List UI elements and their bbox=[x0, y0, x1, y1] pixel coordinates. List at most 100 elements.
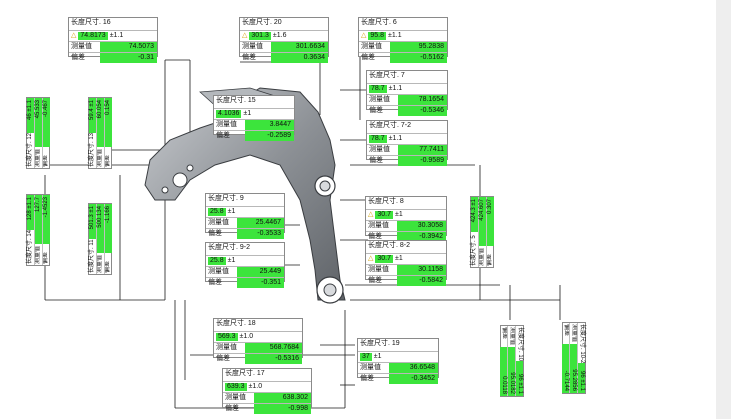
measured-label: 测量值 bbox=[361, 43, 382, 50]
dim-title: 长度尺寸. 9 bbox=[208, 195, 244, 202]
nominal-row: △95.8±1.1 bbox=[359, 30, 447, 41]
deviation-label: 偏差 bbox=[105, 260, 111, 273]
measured-label: 测量值 bbox=[216, 121, 237, 128]
nominal-value: 96 ±1.1 bbox=[516, 361, 523, 396]
warning-icon: △ bbox=[242, 32, 248, 39]
measured-label: 测量值 bbox=[216, 344, 237, 351]
deviation-value: -0.5346 bbox=[398, 106, 447, 116]
measured-label: 测量值 bbox=[360, 364, 381, 371]
nominal-value: 37 bbox=[360, 353, 372, 361]
deviation-value: -1.4523 bbox=[43, 195, 50, 244]
dim-title: 长度尺寸. 17 bbox=[225, 370, 265, 377]
nominal-value: 96 ±1.1 bbox=[578, 363, 585, 393]
deviation-value: -0.2589 bbox=[245, 131, 294, 141]
measured-value: 95.2838 bbox=[390, 42, 447, 52]
measured-label: 测量值 bbox=[97, 148, 103, 167]
nominal-row: 569.3±1.0 bbox=[214, 331, 302, 342]
deviation-row: 偏差-0.467 bbox=[42, 98, 50, 168]
deviation-label: 偏差 bbox=[208, 279, 222, 286]
measured-label: 测量值 bbox=[509, 327, 515, 346]
measured-value: 127.7 bbox=[35, 195, 42, 244]
nominal-row: 78.7±1.1 bbox=[367, 83, 447, 94]
measured-value: 78.1654 bbox=[398, 95, 447, 105]
dim-title: 长度尺寸. 15 bbox=[216, 97, 256, 104]
deviation-label: 偏差 bbox=[105, 154, 111, 167]
deviation-row: 偏差-0.3452 bbox=[358, 373, 438, 384]
nominal-row: 639.3±1.0 bbox=[223, 381, 311, 392]
nominal-value: 74.8173 bbox=[78, 32, 108, 40]
nominal-row: △30.7±1 bbox=[366, 209, 446, 220]
deviation-value: -0.3452 bbox=[389, 374, 438, 384]
dim-title: 长度尺寸. 8 bbox=[368, 198, 404, 205]
tolerance-value: ±1.0 bbox=[248, 383, 263, 390]
dim-title: 长度尺寸. 9-2 bbox=[208, 244, 251, 251]
measured-row: 测量值 95.2838 bbox=[359, 41, 447, 52]
deviation-label: 偏差 bbox=[501, 327, 507, 340]
deviation-value: 0.154 bbox=[105, 98, 112, 147]
tolerance-value: ±1.1 bbox=[388, 135, 403, 142]
deviation-value: -0.5316 bbox=[245, 354, 302, 364]
dim-title: 长度尺寸. 20 bbox=[242, 19, 282, 26]
deviation-value: -0.3533 bbox=[237, 229, 284, 239]
deviation-value: -0.7144 bbox=[562, 344, 569, 393]
warning-icon: △ bbox=[71, 32, 77, 39]
measured-value: 638.302 bbox=[254, 393, 311, 403]
measured-label: 测量值 bbox=[208, 268, 229, 275]
nominal-value: 25.8 bbox=[208, 257, 226, 265]
deviation-label: 偏差 bbox=[216, 355, 230, 362]
deviation-row: 偏差-1.4523 bbox=[42, 195, 50, 265]
deviation-value: -0.3942 bbox=[397, 232, 446, 242]
tolerance-value: ±1 bbox=[243, 110, 252, 117]
measured-label: 测量值 bbox=[208, 219, 229, 226]
measured-label: 测量值 bbox=[369, 96, 390, 103]
dim-title-text: 长度尺寸. 10 bbox=[517, 327, 523, 362]
nominal-value: 301.3 bbox=[249, 32, 271, 40]
deviation-value: -0.5842 bbox=[397, 276, 446, 286]
deviation-label: 偏差 bbox=[225, 405, 239, 412]
measured-label: 测量值 bbox=[225, 394, 246, 401]
nominal-value: 639.3 bbox=[225, 383, 247, 391]
measured-label: 测量值 bbox=[35, 245, 41, 264]
deviation-value: 0.307 bbox=[487, 197, 494, 246]
dim-title: 长度尺寸. 6 bbox=[361, 19, 397, 26]
measured-label: 测量值 bbox=[97, 254, 103, 273]
measured-label: 测量值 bbox=[368, 266, 389, 273]
deviation-label: 偏差 bbox=[71, 54, 85, 61]
measured-row: 测量值 78.1654 bbox=[367, 94, 447, 105]
deviation-row: 偏差 -0.31 bbox=[69, 52, 157, 63]
dim-title: 长度尺寸. 19 bbox=[360, 340, 400, 347]
deviation-value: -1.166 bbox=[105, 204, 112, 253]
nominal-value: 424.3 ±1 bbox=[471, 197, 478, 233]
deviation-value: -0.31 bbox=[100, 53, 157, 63]
